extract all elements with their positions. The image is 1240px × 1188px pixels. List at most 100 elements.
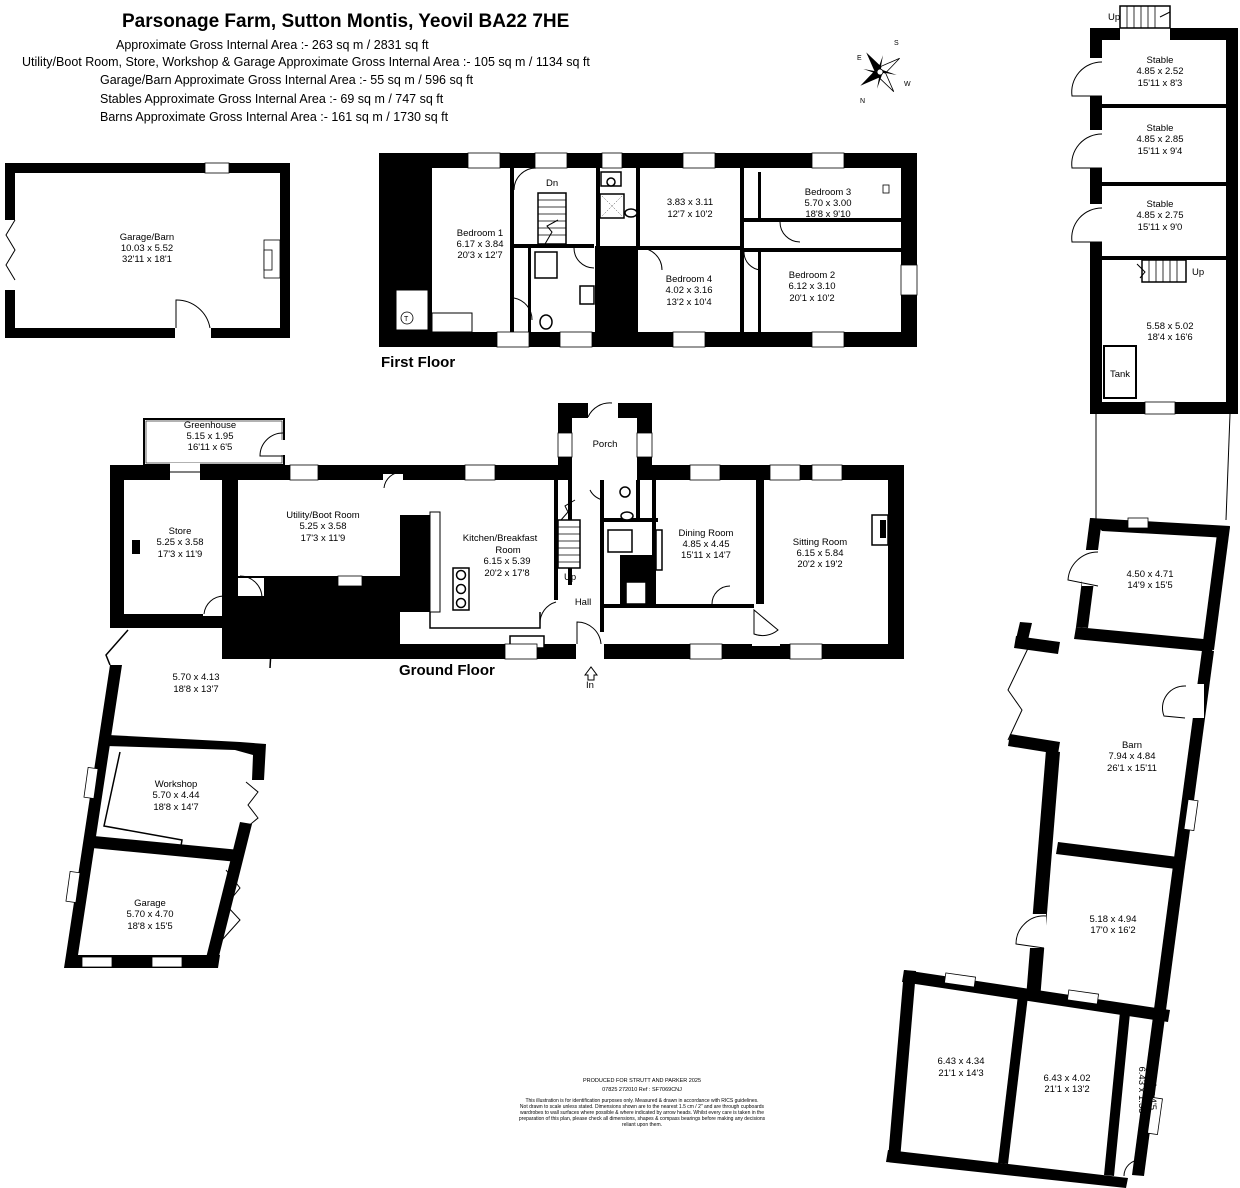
- loft-stairs-up-label: Up: [1192, 267, 1204, 278]
- garage-barn-label: Garage/Barn: [120, 232, 174, 243]
- footer-credits: PRODUCED FOR STRUTT AND PARKER 2025 0782…: [519, 1078, 766, 1128]
- stairs-down-label: Dn: [546, 178, 558, 189]
- utility-label: Utility/Boot Room: [286, 510, 359, 521]
- area-line-1: Approximate Gross Internal Area :- 263 s…: [116, 38, 429, 52]
- garage-imperial: 18'8 x 15'5: [127, 921, 172, 932]
- stable3-imperial: 15'11 x 9'0: [1138, 222, 1183, 233]
- sitting-imperial: 20'2 x 19'2: [797, 559, 842, 570]
- barn518-metric: 5.18 x 4.94: [1089, 914, 1136, 925]
- stable1-label: Stable: [1147, 55, 1174, 66]
- garage-barn-building: Garage/Barn 10.03 x 5.52 32'11 x 18'1: [4, 162, 290, 339]
- barn-label: Barn: [1122, 740, 1142, 751]
- bedroom4-imperial: 13'2 x 10'4: [666, 297, 711, 308]
- bedroom2-label: Bedroom 2: [789, 270, 835, 281]
- bedroom1-metric: 6.17 x 3.84: [456, 239, 503, 250]
- bedroom1-imperial: 20'3 x 12'7: [457, 250, 502, 261]
- barn643a-metric: 6.43 x 4.34: [937, 1056, 984, 1067]
- workshop-imperial: 18'8 x 14'7: [153, 802, 198, 813]
- hall-label: Hall: [575, 597, 591, 608]
- kitchen-label-1: Kitchen/Breakfast: [463, 533, 538, 544]
- entrance-label: In: [586, 680, 594, 691]
- bedroom3-metric: 5.70 x 3.00: [804, 198, 851, 209]
- disclaimer-line-3: wardrobes to wall surfaces where possibl…: [520, 1110, 764, 1116]
- sitting-metric: 6.15 x 5.84: [796, 548, 843, 559]
- room-383-imperial: 12'7 x 10'2: [667, 209, 712, 220]
- entrance-arrow-icon: [584, 666, 598, 681]
- barn643c-imperial: 21'1 x 4'5: [1147, 1070, 1158, 1110]
- stables-building: Up Up Tank Stable 4.85 x 2.52 15'11 x 8'…: [1071, 5, 1238, 521]
- store-metric: 5.25 x 3.58: [156, 537, 203, 548]
- ground-floor-plan: Greenhouse 5.15 x 1.95 16'11 x 6'5 Porch: [110, 401, 904, 691]
- garage-barn-imperial: 32'11 x 18'1: [122, 254, 172, 265]
- loft-imperial: 18'4 x 16'6: [1147, 332, 1192, 343]
- workshop-metric: 5.70 x 4.44: [152, 790, 199, 801]
- stable3-label: Stable: [1147, 199, 1174, 210]
- kitchen-label-2: Room: [495, 545, 520, 556]
- garage-metric: 5.70 x 4.70: [126, 909, 173, 920]
- dining-label: Dining Room: [679, 528, 734, 539]
- bedroom1-label: Bedroom 1: [457, 228, 503, 239]
- greenhouse-imperial: 16'11 x 6'5: [188, 442, 233, 453]
- area-line-2: Utility/Boot Room, Store, Workshop & Gar…: [22, 55, 590, 69]
- greenhouse-metric: 5.15 x 1.95: [186, 431, 233, 442]
- dining-metric: 4.85 x 4.45: [682, 539, 729, 550]
- stable-stairs-up-label: Up: [1108, 12, 1120, 23]
- bedroom4-metric: 4.02 x 3.16: [665, 285, 712, 296]
- yard-metric: 5.70 x 4.13: [172, 672, 219, 683]
- loft-metric: 5.58 x 5.02: [1146, 321, 1193, 332]
- producer-line: PRODUCED FOR STRUTT AND PARKER 2025: [583, 1078, 701, 1084]
- stable1-metric: 4.85 x 2.52: [1136, 66, 1183, 77]
- barn-metric: 7.94 x 4.84: [1108, 751, 1155, 762]
- barn643b-imperial: 21'1 x 13'2: [1044, 1084, 1089, 1095]
- barn518-imperial: 17'0 x 16'2: [1090, 925, 1135, 936]
- barn643a-imperial: 21'1 x 14'3: [938, 1068, 983, 1079]
- barn450-metric: 4.50 x 4.71: [1126, 569, 1173, 580]
- stable3-metric: 4.85 x 2.75: [1136, 210, 1183, 221]
- area-line-3: Garage/Barn Approximate Gross Internal A…: [100, 73, 474, 87]
- porch-label: Porch: [593, 439, 618, 450]
- stable2-imperial: 15'11 x 9'4: [1138, 146, 1183, 157]
- stairs-up-label: Up: [564, 572, 576, 583]
- compass-n: N: [860, 98, 865, 105]
- disclaimer-line-5: reliant upon them.: [622, 1122, 662, 1128]
- store-label: Store: [169, 526, 192, 537]
- store-imperial: 17'3 x 11'9: [158, 549, 203, 560]
- barn643b-metric: 6.43 x 4.02: [1043, 1073, 1090, 1084]
- bedroom2-metric: 6.12 x 3.10: [788, 281, 835, 292]
- tank-t-icon: T: [404, 316, 409, 323]
- stable2-label: Stable: [1147, 123, 1174, 134]
- area-line-4: Stables Approximate Gross Internal Area …: [100, 92, 444, 106]
- tank-label: Tank: [1110, 369, 1130, 380]
- ground-floor-label: Ground Floor: [399, 662, 495, 679]
- yard-imperial: 18'8 x 13'7: [173, 684, 218, 695]
- disclaimer-line-1: This illustration is for identification …: [525, 1098, 758, 1104]
- compass-w: W: [904, 81, 911, 88]
- bedroom2-imperial: 20'1 x 10'2: [789, 293, 834, 304]
- reference-line: 07825 272010 Ref : SF7069CNJ: [602, 1087, 682, 1093]
- stable1-imperial: 15'11 x 8'3: [1138, 78, 1183, 89]
- garage-barn-metric: 10.03 x 5.52: [121, 243, 173, 254]
- greenhouse-label: Greenhouse: [184, 420, 236, 431]
- barn-imperial: 26'1 x 15'11: [1107, 763, 1157, 774]
- dining-imperial: 15'11 x 14'7: [681, 550, 731, 561]
- kitchen-imperial: 20'2 x 17'8: [484, 568, 529, 579]
- disclaimer-line-4: preparation of this plan, please check a…: [519, 1116, 766, 1122]
- compass-rose-icon: [860, 52, 900, 92]
- stable2-metric: 4.85 x 2.85: [1136, 134, 1183, 145]
- utility-imperial: 17'3 x 11'9: [301, 533, 346, 544]
- bedroom3-label: Bedroom 3: [805, 187, 851, 198]
- compass-e: E: [857, 55, 862, 62]
- garage-label: Garage: [134, 898, 166, 909]
- first-floor-plan: T Dn: [379, 152, 918, 348]
- first-floor-label: First Floor: [381, 354, 455, 371]
- area-line-5: Barns Approximate Gross Internal Area :-…: [100, 110, 449, 124]
- bedroom3-imperial: 18'8 x 9'10: [805, 209, 850, 220]
- workshop-garage-building: 5.70 x 4.13 18'8 x 13'7 Workshop 5.70 x …: [64, 599, 275, 968]
- disclaimer-line-2: Not drawn to scale unless stated. Dimens…: [520, 1104, 765, 1110]
- barn450-imperial: 14'9 x 15'5: [1127, 580, 1172, 591]
- bedroom4-label: Bedroom 4: [666, 274, 712, 285]
- kitchen-metric: 6.15 x 5.39: [483, 556, 530, 567]
- logstore-label: Log Store: [333, 618, 374, 629]
- compass-s: S: [894, 40, 899, 47]
